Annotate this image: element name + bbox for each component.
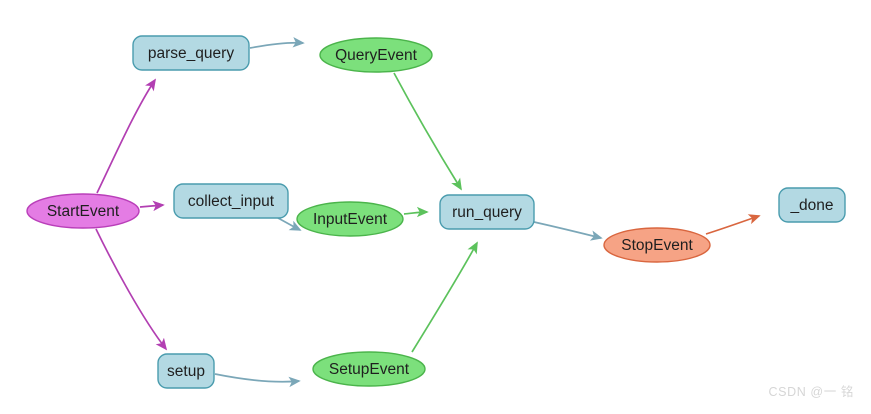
edge-collect_input-to-InputEvent: [277, 217, 302, 231]
node-shape-setup: [157, 353, 215, 389]
node-InputEvent[interactable]: InputEvent: [296, 201, 404, 237]
node-shape-QueryEvent: [319, 37, 433, 73]
node-shape-parse_query: [132, 35, 250, 71]
node-shape-SetupEvent: [312, 351, 426, 387]
node-StartEvent[interactable]: StartEvent: [26, 193, 140, 229]
node-parse_query[interactable]: parse_query: [132, 35, 250, 71]
edge-parse_query-to-QueryEvent: [249, 37, 305, 49]
node-shape-collect_input: [173, 183, 289, 219]
edge-layer: [95, 37, 761, 388]
node-_done[interactable]: _done: [778, 187, 846, 223]
node-setup[interactable]: setup: [157, 353, 215, 389]
node-shape-InputEvent: [296, 201, 404, 237]
edge-run_query-to-StopEvent: [533, 221, 603, 241]
node-shape-_done: [778, 187, 846, 223]
edge-SetupEvent-to-run_query: [411, 241, 478, 353]
edge-QueryEvent-to-run_query: [393, 72, 462, 191]
node-collect_input[interactable]: collect_input: [173, 183, 289, 219]
edge-InputEvent-to-run_query: [403, 206, 429, 218]
edge-StopEvent-to-_done: [705, 214, 761, 235]
node-shape-StopEvent: [603, 227, 711, 263]
node-run_query[interactable]: run_query: [439, 194, 535, 230]
edge-StartEvent-to-setup: [95, 228, 168, 351]
node-SetupEvent[interactable]: SetupEvent: [312, 351, 426, 387]
node-shape-run_query: [439, 194, 535, 230]
edge-StartEvent-to-collect_input: [139, 200, 165, 212]
edge-StartEvent-to-parse_query: [96, 78, 156, 194]
node-shape-StartEvent: [26, 193, 140, 229]
edge-setup-to-SetupEvent: [214, 373, 301, 388]
csdn-watermark: CSDN @一 铭: [768, 385, 854, 399]
node-StopEvent[interactable]: StopEvent: [603, 227, 711, 263]
node-QueryEvent[interactable]: QueryEvent: [319, 37, 433, 73]
